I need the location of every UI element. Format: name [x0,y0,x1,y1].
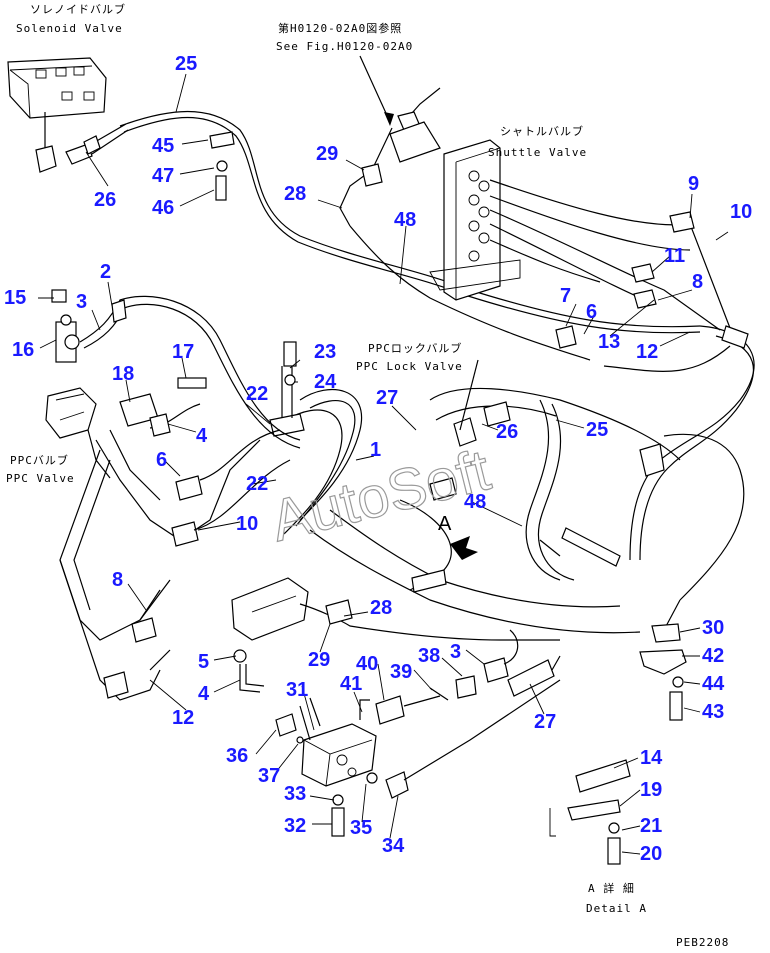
callout: 23 [314,341,336,363]
shuttle-label-en: Shuttle Valve [488,146,587,159]
callout: 14 [640,747,663,769]
callout: 7 [560,285,571,307]
reference-label-en: See Fig.H0120-02A0 [276,40,413,53]
detail-label-en: Detail A [586,902,647,915]
callout: 19 [640,779,662,801]
callout: 15 [4,287,26,309]
solenoid-valve-part [7,57,129,173]
callout: 41 [340,673,362,695]
callout: 8 [112,569,123,591]
callout: 18 [112,363,134,385]
shuttle-valve-part [429,139,521,301]
callout: 46 [152,197,174,219]
callout: 27 [534,711,556,733]
detail-label-jp: A 詳 細 [588,881,635,895]
callout: 30 [702,617,724,639]
ppc-label-jp: PPCバルブ [10,453,69,467]
callout: 20 [640,843,662,865]
callout: 25 [586,419,608,441]
callout: 11 [664,245,685,267]
callout: 29 [316,143,338,165]
callout: 32 [284,815,306,837]
ppc-lock-label-jp: PPCロックバルブ [368,341,462,355]
callout: 45 [152,135,174,157]
callout: 12 [172,707,194,729]
callout: 27 [376,387,398,409]
callout: 31 [286,679,308,701]
callout: 39 [390,661,412,683]
callout: 26 [496,421,518,443]
callout: 6 [156,449,167,471]
callout: 21 [640,815,662,837]
callouts: 25 45 47 46 26 29 28 48 9 10 11 8 7 6 13… [4,53,752,865]
callout: 26 [94,189,116,211]
callout: 1 [370,439,381,461]
callout: 16 [12,339,34,361]
callout: 48 [464,491,486,513]
callout: 6 [586,301,597,323]
callout: 3 [450,641,461,663]
callout: 37 [258,765,280,787]
callout: 24 [314,371,337,393]
hose-25-upper [119,110,701,328]
reference-label-jp: 第H0120-02A0図参照 [278,21,402,35]
callout: 10 [730,201,752,223]
callout: 29 [308,649,330,671]
line-art [7,57,755,865]
text-labels: ソレノイドバルブ Solenoid Valve 第H0120-02A0図参照 S… [6,2,729,949]
callout: 22 [246,473,268,495]
callout: 35 [350,817,372,839]
callout: 40 [356,653,378,675]
view-marker: A [438,513,452,535]
callout: 13 [598,331,620,353]
ppc-lock-label-en: PPC Lock Valve [356,360,463,373]
callout: 42 [702,645,724,667]
callout: 33 [284,783,306,805]
callout: 17 [172,341,194,363]
callout: 5 [198,651,209,673]
callout: 44 [702,673,725,695]
callout: 48 [394,209,416,231]
callout: 2 [100,261,111,283]
callout: 25 [175,53,197,75]
callout: 22 [246,383,268,405]
callout: 4 [196,425,208,447]
callout: 8 [692,271,703,293]
solenoid-label-en: Solenoid Valve [16,22,123,35]
callout: 10 [236,513,258,535]
callout: 47 [152,165,174,187]
callout: 28 [370,597,392,619]
callout: 36 [226,745,248,767]
ppc-label-en: PPC Valve [6,472,75,485]
callout: 38 [418,645,440,667]
callout: 28 [284,183,306,205]
view-arrow [450,536,478,560]
shuttle-label-jp: シャトルバルブ [500,124,584,138]
ppc-valve-part [45,387,111,479]
callout: 3 [76,291,87,313]
callout: 43 [702,701,724,723]
callout: 4 [198,683,210,705]
callout: 34 [382,835,405,857]
solenoid-label-jp: ソレノイドバルブ [30,2,126,16]
page-code: PEB2208 [676,936,729,949]
callout: 9 [688,173,699,195]
callout: 12 [636,341,658,363]
